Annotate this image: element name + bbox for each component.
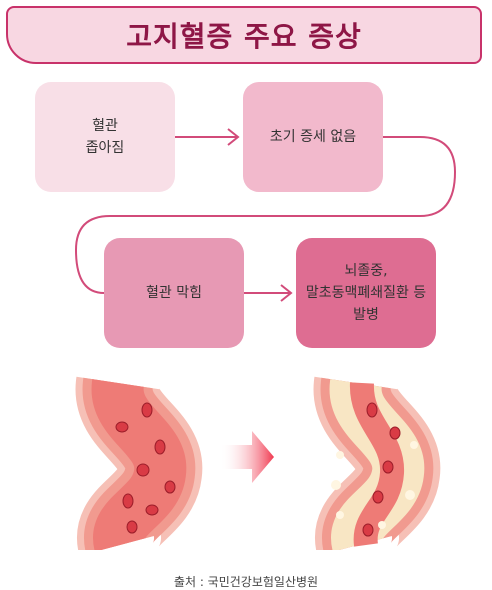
step-label: 혈관 좁아짐 [85,118,125,156]
blood-cells [115,402,176,534]
vessel-normal-illustration [75,376,203,550]
plaque-deposits [331,441,418,529]
vessel-illustrations [75,376,441,550]
vessel-clogged-illustration [313,376,441,550]
step-box-narrowing: 혈관 좁아짐 [35,82,175,192]
gradient-arrow-icon [220,431,274,483]
title-banner: 고지혈증 주요 증상 [6,6,482,64]
flow-connectors [74,128,457,302]
step-label: 뇌졸중, 말초동맥폐쇄질환 등 발병 [305,263,427,323]
arrow-right-icon [244,284,293,302]
step-box-blockage: 혈관 막힘 [104,238,244,348]
step-label: 혈관 막힘 [146,285,202,301]
source-credit: 출처 : 국민건강보험일산병원 [173,575,319,589]
flow-connector-line [74,136,457,294]
arrow-right-icon [175,128,240,146]
blood-cells [362,402,401,537]
step-box-disease: 뇌졸중, 말초동맥폐쇄질환 등 발병 [296,238,436,348]
step-label: 초기 증세 없음 [269,129,357,145]
step-box-no-symptoms: 초기 증세 없음 [243,82,383,192]
page-title: 고지혈증 주요 증상 [126,20,362,53]
